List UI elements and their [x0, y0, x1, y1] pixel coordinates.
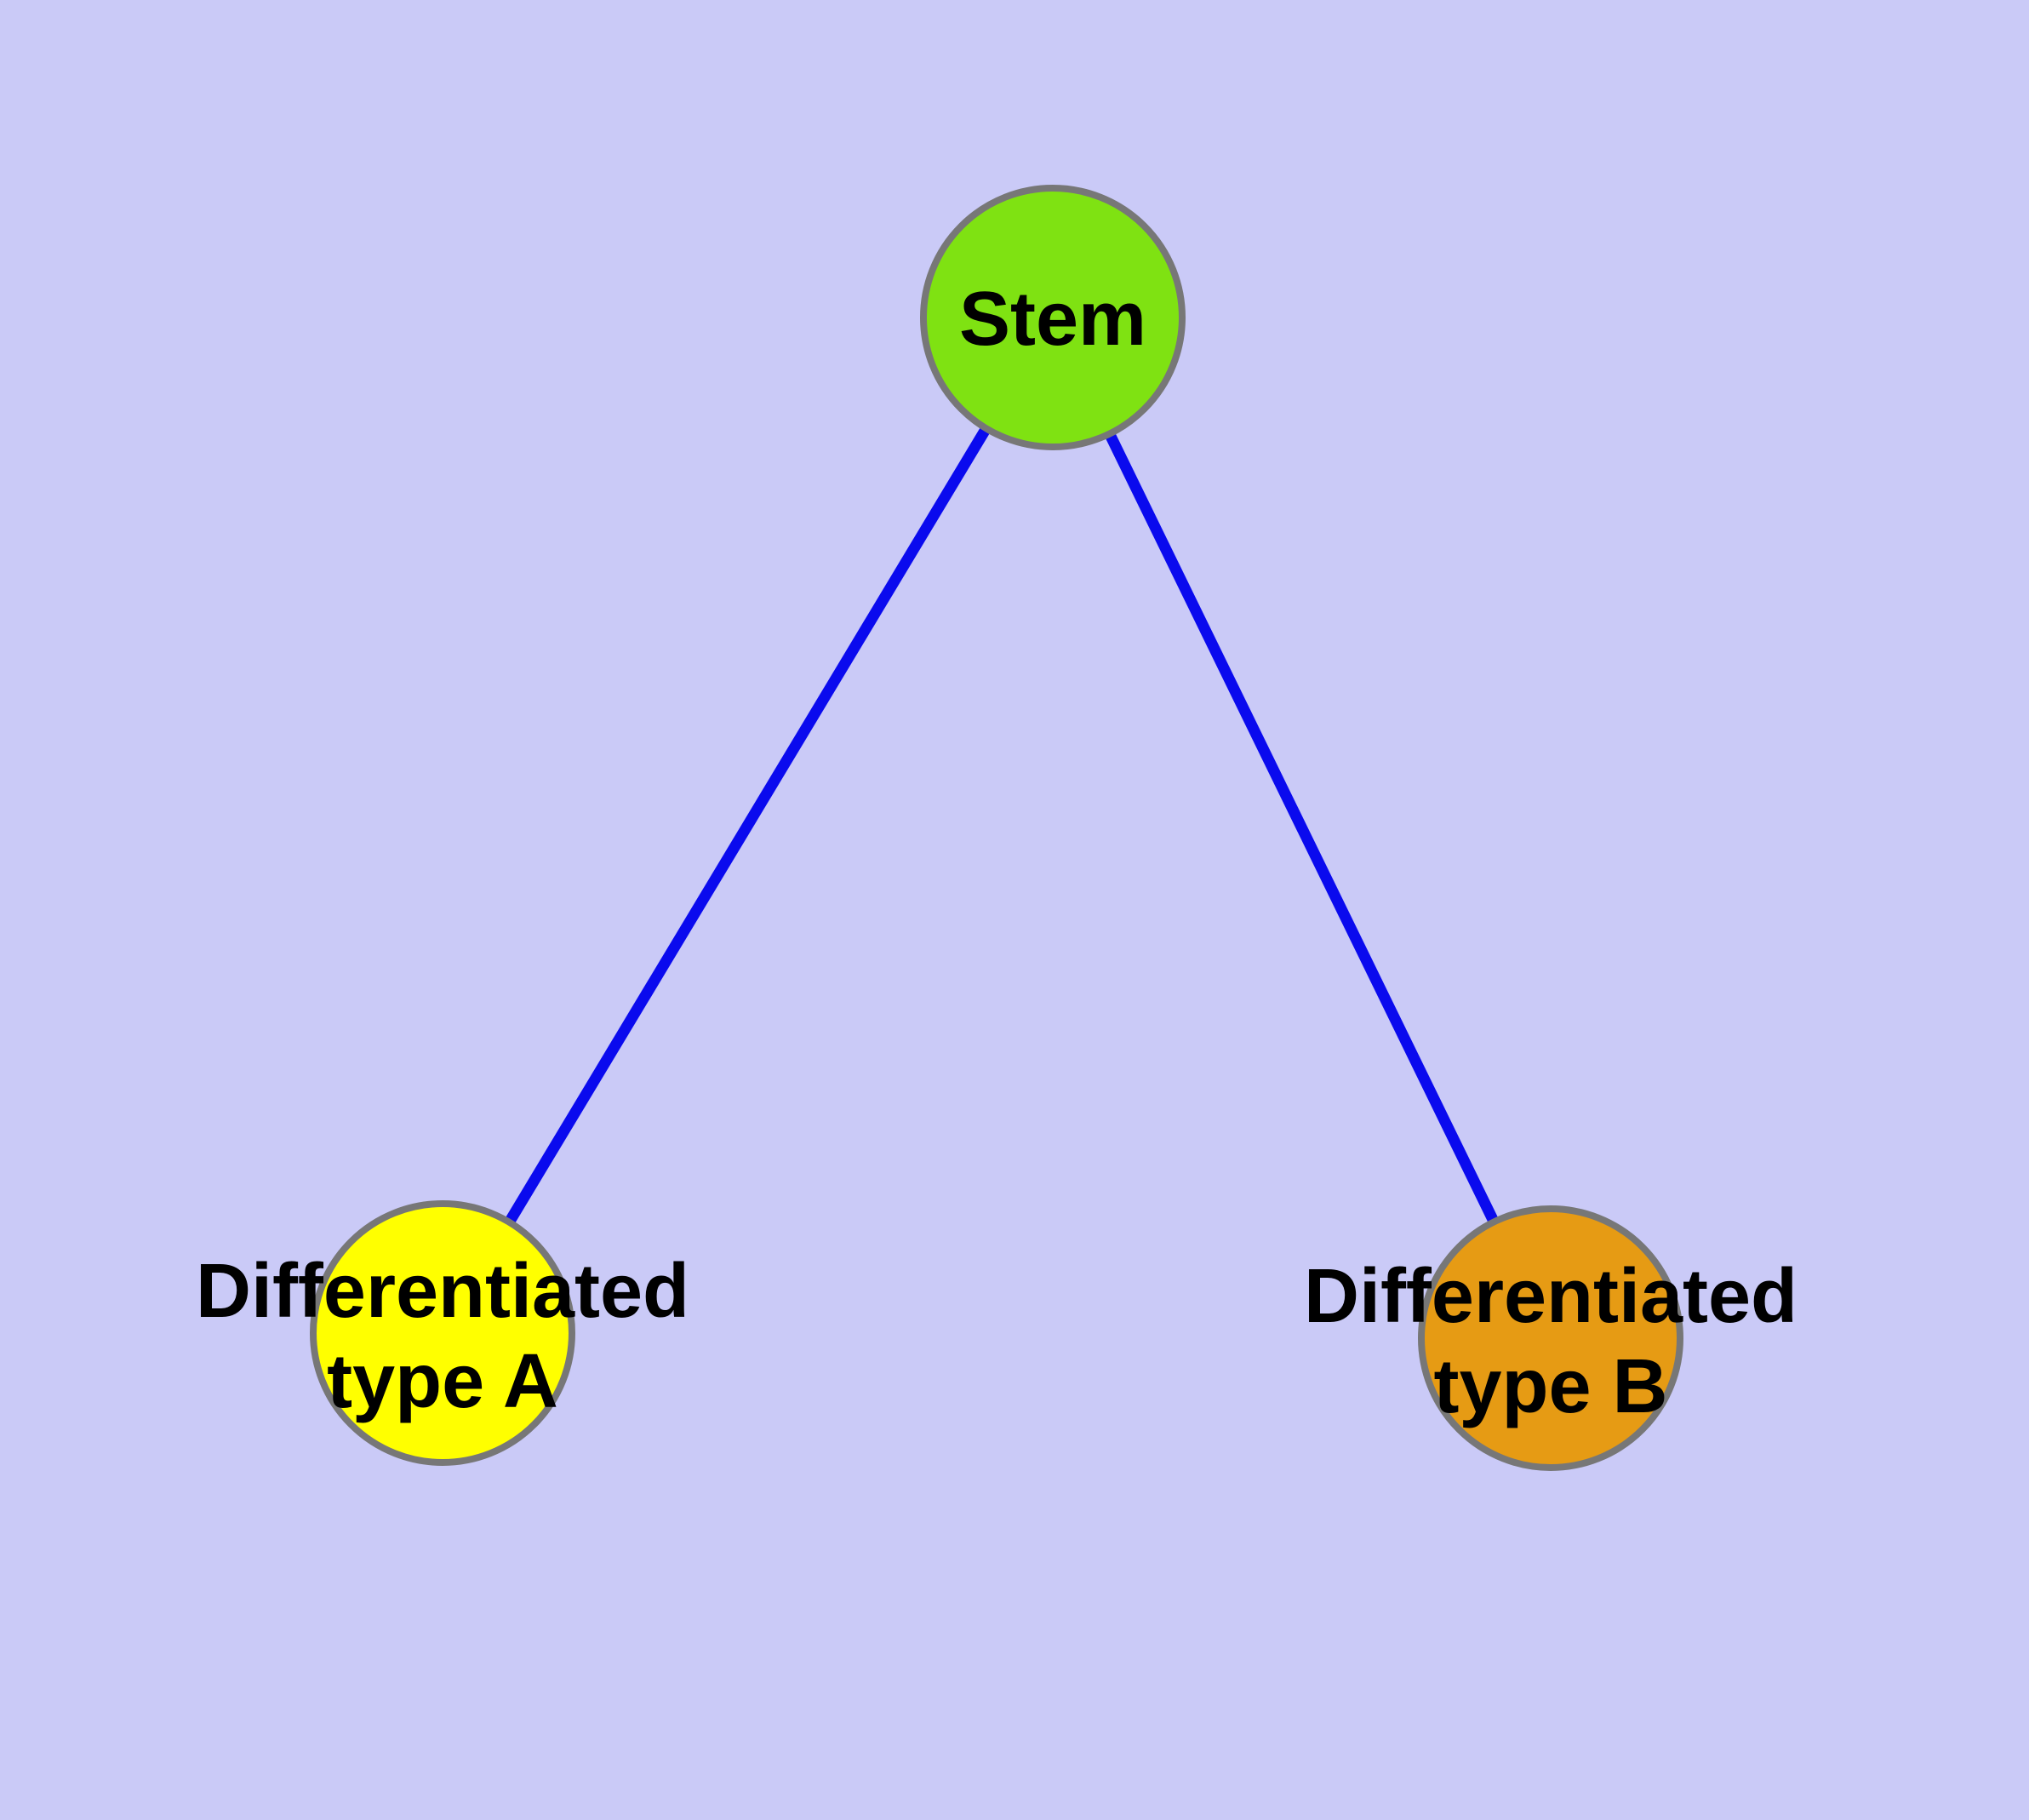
- node-stem-label: Stem: [959, 277, 1146, 362]
- node-type-b-label-line2: type B: [1433, 1344, 1667, 1429]
- node-type-a-label-line2: type A: [327, 1339, 558, 1424]
- node-type-b-circle: [1418, 1205, 1683, 1471]
- node-type-b-label-line1: Differentiated: [1304, 1254, 1798, 1339]
- node-stem-circle: [920, 185, 1186, 450]
- edge-stem-to-type-b: [1048, 315, 1556, 1341]
- node-type-a-circle: [310, 1200, 575, 1466]
- edge-stem-to-type-a: [437, 314, 1058, 1336]
- node-type-a-label-line1: Differentiated: [196, 1249, 689, 1334]
